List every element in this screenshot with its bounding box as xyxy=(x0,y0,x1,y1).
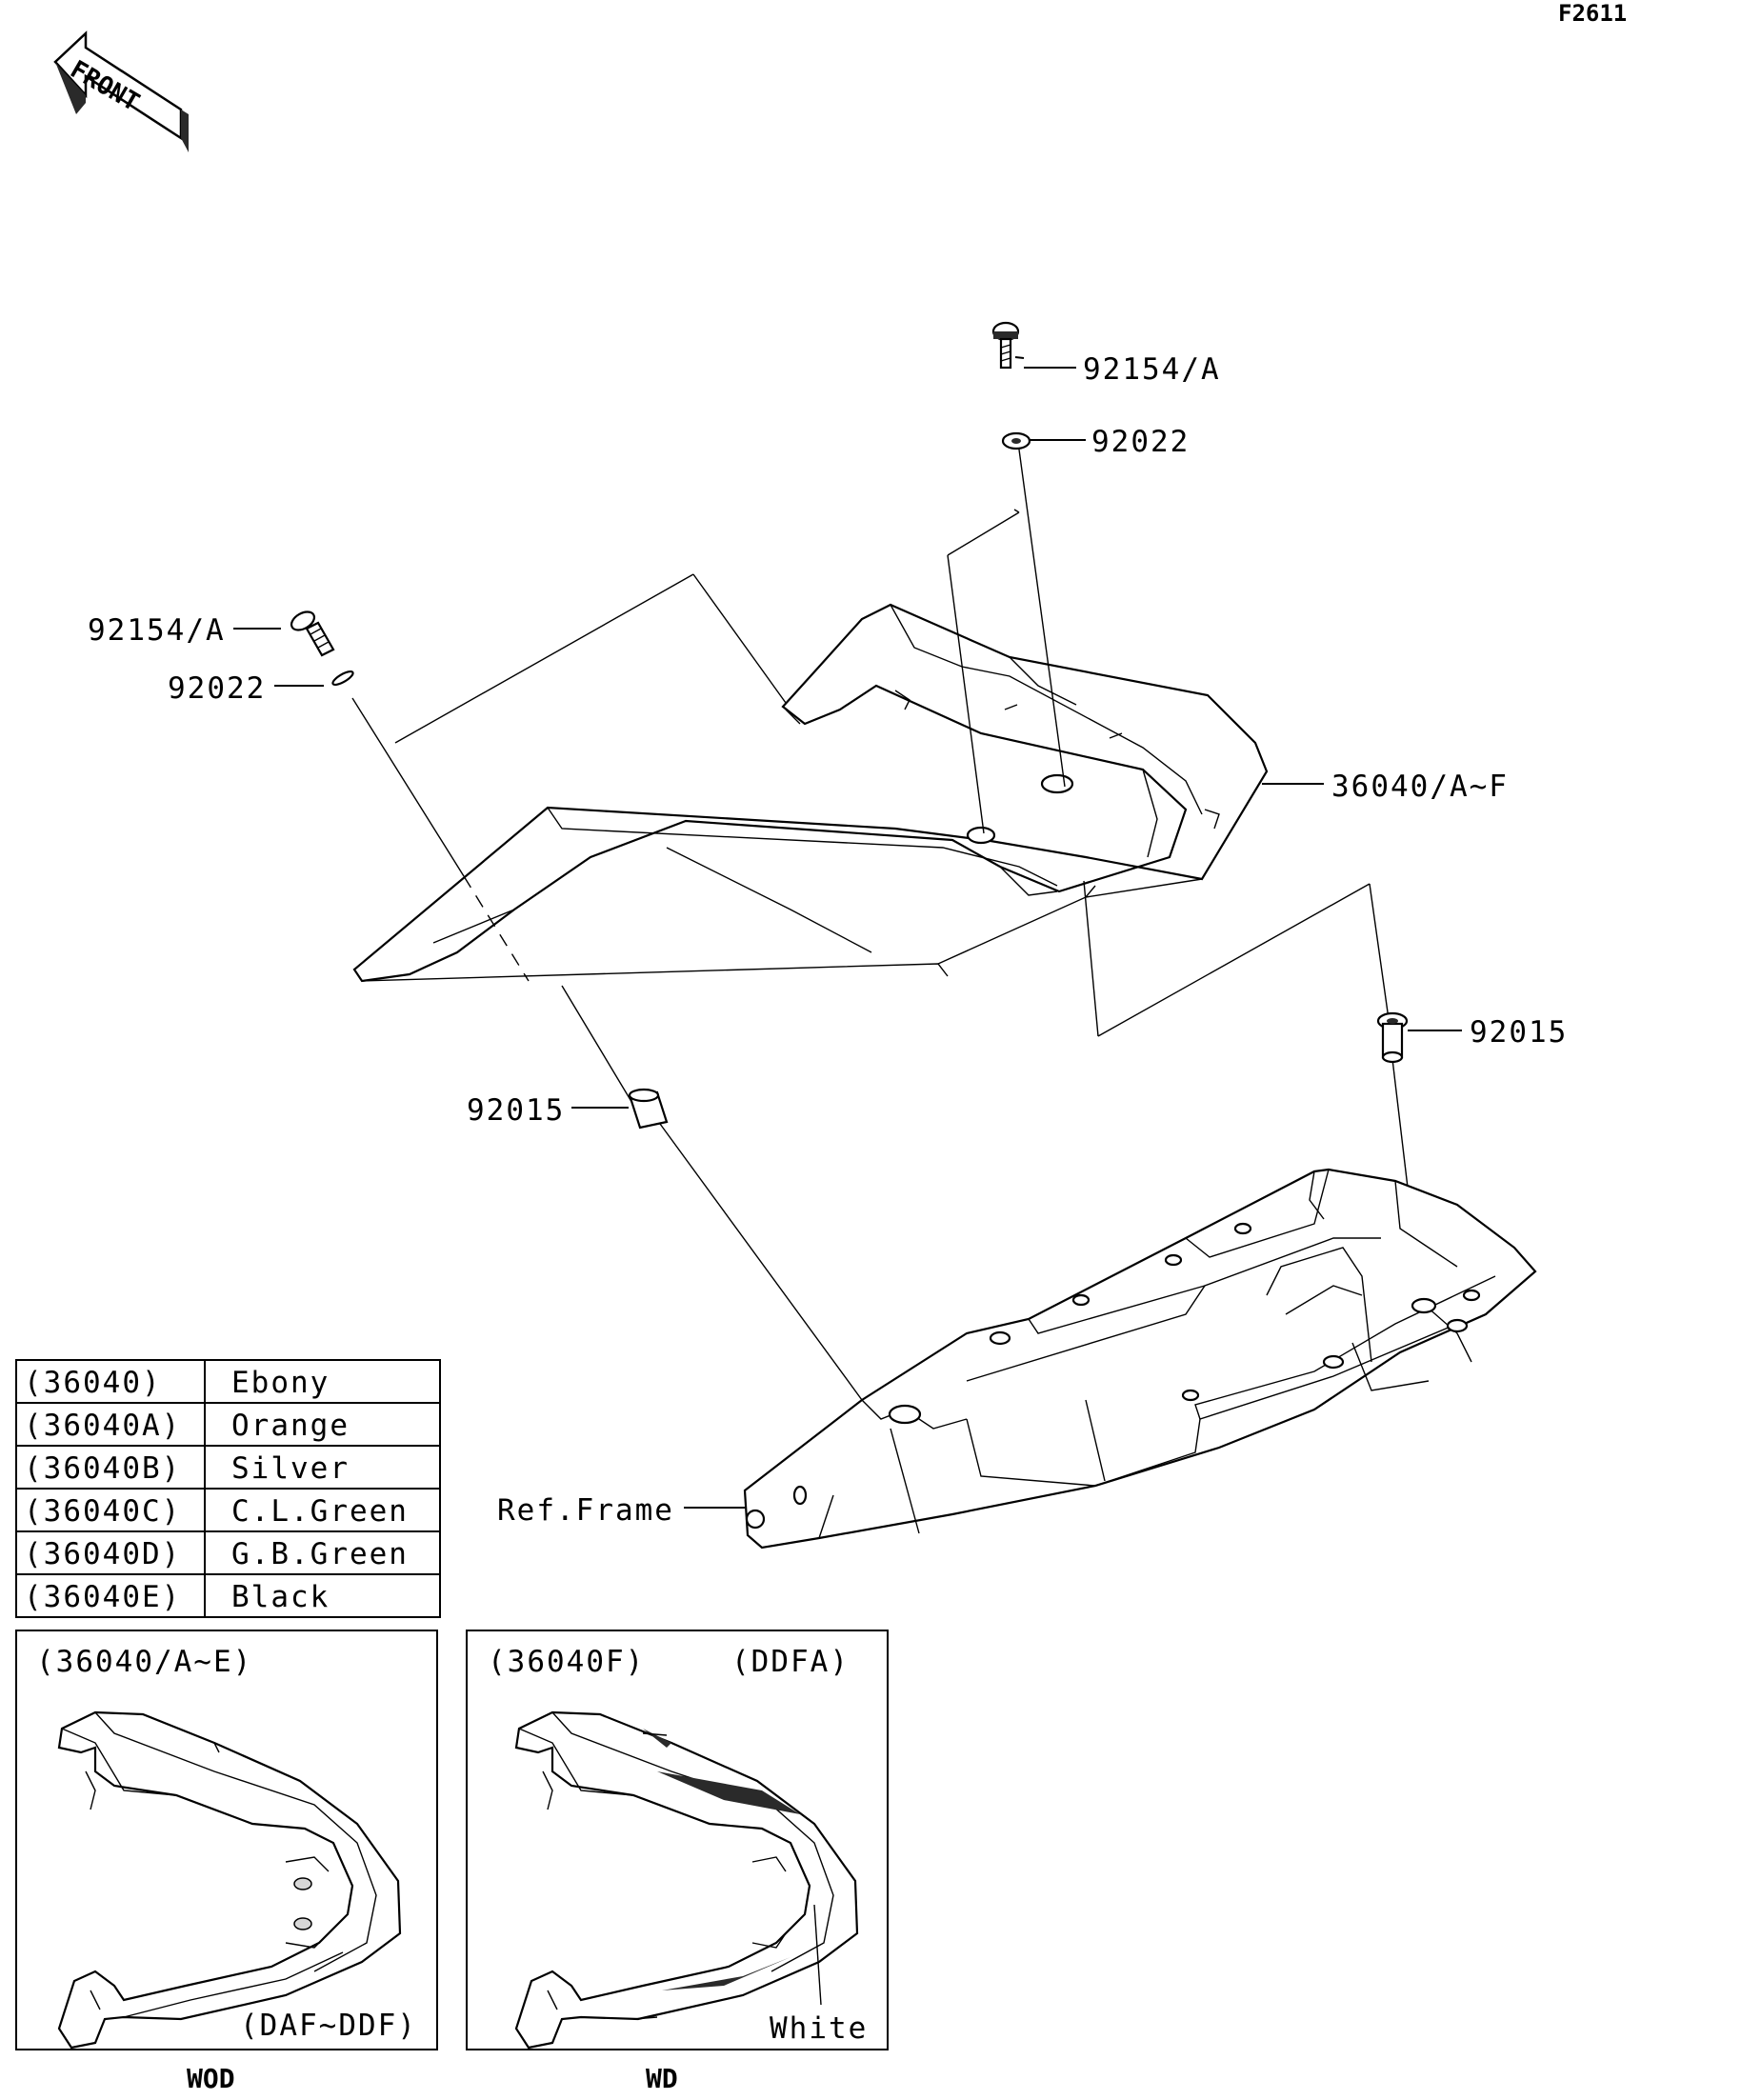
table-code: (36040) xyxy=(24,1366,162,1400)
collar-left-icon xyxy=(628,1088,669,1130)
table-color: Silver xyxy=(231,1451,350,1486)
leader-lines xyxy=(233,356,1462,1509)
variant-box-wod: (36040/A~E) (DAF~DDF) xyxy=(15,1630,438,2050)
washer-top-icon xyxy=(1001,431,1031,450)
callout-collar-left: 92015 xyxy=(467,1093,565,1128)
frame-part xyxy=(743,1168,1537,1550)
table-color: Orange xyxy=(231,1409,350,1443)
variant-note: (DAF~DDF) xyxy=(240,2009,417,2043)
callout-bolt-top: 92154/A xyxy=(1083,352,1221,387)
callout-frame: Ref.Frame xyxy=(497,1493,674,1528)
table-code: (36040A) xyxy=(24,1409,181,1443)
variant-tag: (DDFA) xyxy=(731,1645,850,1679)
table-code: (36040C) xyxy=(24,1494,181,1529)
callout-collar-right: 92015 xyxy=(1470,1015,1568,1050)
variant-box-wd: (36040F) (DDFA) White xyxy=(466,1630,889,2050)
variant-caption: WD xyxy=(646,2063,678,2094)
seat-cover-wod-part xyxy=(57,1710,402,2050)
collar-right-icon xyxy=(1376,1011,1409,1064)
variant-header: (36040/A~E) xyxy=(36,1645,252,1679)
table-color: G.B.Green xyxy=(231,1537,409,1571)
table-color: C.L.Green xyxy=(231,1494,409,1529)
washer-left-icon xyxy=(331,670,354,687)
callout-washer-left: 92022 xyxy=(168,671,266,706)
seat-cover-wd-part xyxy=(514,1710,859,2050)
variant-caption: WOD xyxy=(187,2063,235,2094)
seat-cover-part xyxy=(352,603,1269,983)
table-color: Ebony xyxy=(231,1366,330,1400)
bolt-top-icon xyxy=(991,321,1020,370)
table-code: (36040B) xyxy=(24,1451,181,1486)
bolt-left-icon xyxy=(290,610,335,657)
table-code: (36040D) xyxy=(24,1537,181,1571)
color-table: (36040) Ebony (36040A) Orange (36040B) S… xyxy=(15,1359,441,1618)
callout-cover: 36040/A~F xyxy=(1331,770,1509,804)
variant-note: White xyxy=(770,2011,868,2046)
table-code: (36040E) xyxy=(24,1580,181,1614)
callout-washer-top: 92022 xyxy=(1091,425,1190,459)
callout-bolt-left: 92154/A xyxy=(88,613,226,648)
front-arrow-icon: FRONT xyxy=(53,30,189,152)
variant-header: (36040F) xyxy=(488,1645,645,1679)
figure-code: F2611 xyxy=(1558,0,1627,27)
table-color: Black xyxy=(231,1580,330,1614)
